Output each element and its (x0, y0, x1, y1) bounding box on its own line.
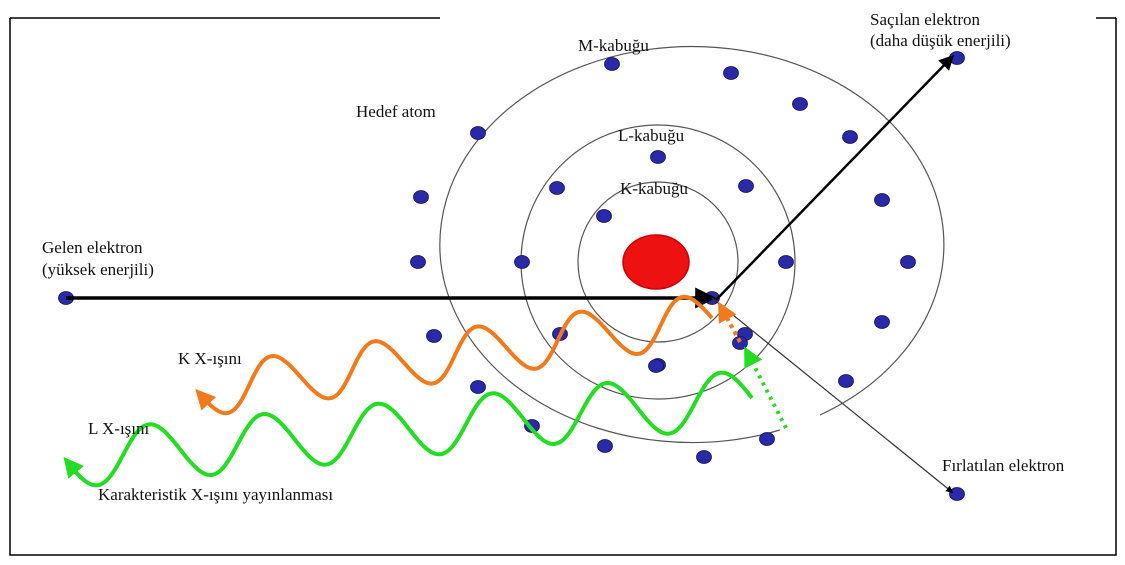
electron-dot (549, 181, 565, 195)
incoming-electron-label-line2: (yüksek enerjili) (42, 260, 154, 279)
electron-dot (838, 374, 854, 388)
electron-dot (792, 97, 808, 111)
caption: Karakteristik X-ışını yayınlanması (98, 485, 333, 504)
electron-dot (738, 179, 754, 193)
k-transition-arrow (718, 301, 742, 343)
electron-dot (410, 255, 426, 269)
ejected-electron-arrow (711, 297, 954, 493)
electron-dot (732, 336, 748, 350)
electron-dot (648, 359, 664, 373)
l-x-ray-wave (63, 370, 754, 488)
electron-dot (413, 190, 429, 204)
k-x-ray-wave (195, 294, 714, 416)
electron-dot (470, 380, 486, 394)
electrons (58, 51, 965, 501)
electron-dot (426, 329, 442, 343)
electron-dot (514, 255, 530, 269)
electron-dot (723, 66, 739, 80)
k-x-ray-label: K X-ışını (178, 349, 242, 368)
electron-dot (874, 193, 890, 207)
k-shell-orbit (577, 181, 739, 343)
incoming-electron-label-line1: Gelen elektron (42, 238, 143, 257)
l-x-ray-label: L X-ışını (88, 419, 150, 438)
electron-dot (949, 487, 965, 501)
electron-dot (597, 439, 613, 453)
m-shell-label: M-kabuğu (578, 36, 649, 55)
electron-dot (874, 315, 890, 329)
scattered-electron-label-line1: Saçılan elektron (870, 10, 980, 29)
nucleus (622, 234, 690, 290)
electron-dot (759, 432, 775, 446)
electron-dot (778, 255, 794, 269)
ejected-electron-label: Fırlatılan elektron (942, 456, 1065, 475)
k-shell-label: K-kabuğu (620, 179, 688, 198)
electron-dot (470, 126, 486, 140)
l-shell-label: L-kabuğu (618, 126, 685, 145)
electron-dot (596, 209, 612, 223)
target-atom-label: Hedef atom (356, 102, 436, 121)
scattered-electron-label-line2: (daha düşük enerjili) (870, 31, 1011, 50)
electron-dot (842, 130, 858, 144)
m-shell-orbit (439, 45, 945, 444)
frame (9, 18, 1117, 556)
l-transition-arrow (744, 346, 788, 429)
electron-dot (650, 150, 666, 164)
electron-dot (604, 57, 620, 71)
scattered-electron-arrow (715, 54, 955, 301)
electron-dot (696, 450, 712, 464)
electron-dot (900, 255, 916, 269)
